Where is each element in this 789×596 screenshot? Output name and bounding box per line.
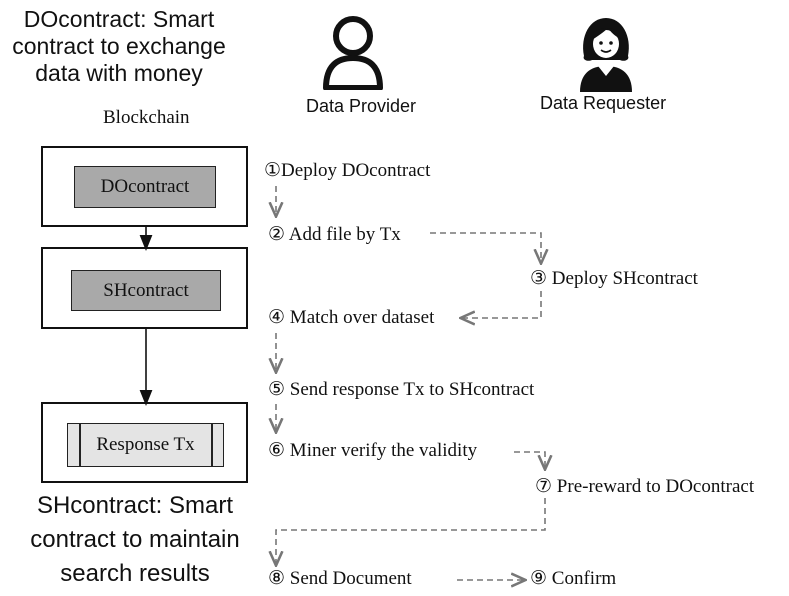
step-text: Pre-reward to DOcontract xyxy=(556,476,755,497)
person-outline-icon xyxy=(323,16,383,90)
block-docontract: DOcontract xyxy=(41,146,248,227)
step-text: Send response Tx to SHcontract xyxy=(289,379,535,400)
sh-contract-caption-line: search results xyxy=(60,560,210,587)
block-shcontract: SHcontract xyxy=(41,247,248,329)
step-6: ⑥ Miner verify the validity xyxy=(268,439,477,462)
step-3: ③ Deploy SHcontract xyxy=(530,267,698,290)
arrow-step7-to-step8 xyxy=(276,498,546,564)
step-text: Deploy DOcontract xyxy=(281,160,431,181)
step-number: ③ xyxy=(530,268,548,289)
step-4: ④ Match over dataset xyxy=(268,306,434,329)
actor-label-requester: Data Requester xyxy=(540,93,667,113)
do-contract-caption-line: data with money xyxy=(35,60,203,86)
step-text: Send Document xyxy=(289,568,412,589)
response-tx-label: Response Tx xyxy=(67,423,224,467)
step-number: ⑤ xyxy=(268,379,286,400)
blockchain-label: Blockchain xyxy=(103,107,190,128)
step-arrows xyxy=(276,186,545,580)
sh-contract-caption: SHcontract: Smart contract to maintain s… xyxy=(20,489,250,591)
do-contract-caption-line: contract to exchange xyxy=(12,33,226,59)
step-number: ⑧ xyxy=(268,568,286,589)
step-2: ② Add file by Tx xyxy=(268,223,401,246)
sh-contract-caption-line: SHcontract: Smart xyxy=(36,492,234,519)
shcontract-label: SHcontract xyxy=(71,270,221,311)
step-text: Miner verify the validity xyxy=(289,440,478,461)
step-text: Add file by Tx xyxy=(288,224,401,245)
response-tx-divider-right xyxy=(211,423,213,467)
step-1: ①Deploy DOcontract xyxy=(264,159,430,182)
response-tx-divider-left xyxy=(79,423,81,467)
step-5: ⑤ Send response Tx to SHcontract xyxy=(268,378,534,401)
arrow-step6-to-step7 xyxy=(514,451,545,468)
step-7: ⑦ Pre-reward to DOcontract xyxy=(535,475,754,498)
arrow-step3-to-step4 xyxy=(462,291,542,318)
do-contract-caption: DOcontract: Smart contract to exchange d… xyxy=(4,6,234,87)
do-contract-caption-line: DOcontract: Smart xyxy=(23,6,215,32)
step-9: ⑨ Confirm xyxy=(530,567,616,590)
step-number: ④ xyxy=(268,307,286,328)
step-number: ⑦ xyxy=(535,476,553,497)
step-8: ⑧ Send Document xyxy=(268,567,412,590)
actor-label-provider: Data Provider xyxy=(306,96,417,116)
person-female-icon xyxy=(580,18,632,92)
step-text: Match over dataset xyxy=(289,307,435,328)
step-text: Deploy SHcontract xyxy=(551,268,698,289)
arrow-step2-to-step3 xyxy=(430,232,541,262)
step-text: Confirm xyxy=(551,568,617,589)
step-number: ⑨ xyxy=(530,568,548,589)
sh-contract-caption-line: contract to maintain xyxy=(30,526,240,553)
step-number: ② xyxy=(268,224,286,245)
docontract-label: DOcontract xyxy=(74,166,216,208)
step-number: ⑥ xyxy=(268,440,286,461)
step-number: ① xyxy=(264,160,282,181)
